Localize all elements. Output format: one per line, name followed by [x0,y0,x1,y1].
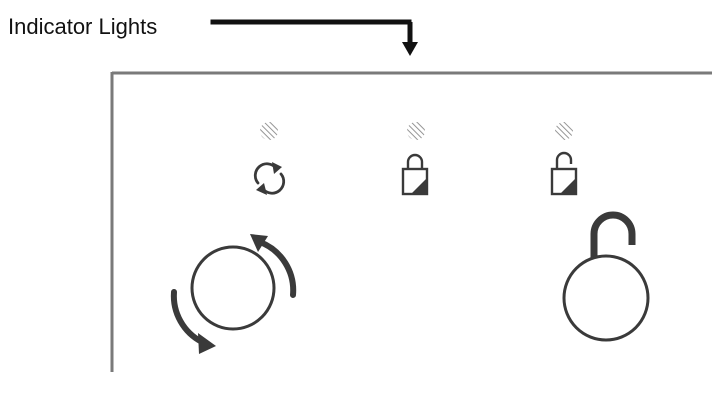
sync-icon [253,162,286,195]
indicator-light-locked [407,122,425,140]
rotate-circle-icon [170,234,297,354]
callout-arrow [210,19,418,56]
device-panel-outline [110,71,712,372]
rotate-button[interactable] [170,234,297,354]
indicator-lights-label: Indicator Lights [8,14,158,39]
locked-padlock-icon [401,153,429,196]
indicator-light-unlocked [555,122,573,140]
unlock-button[interactable] [562,211,650,342]
unlocked-padlock-icon [550,151,578,196]
indicator-light-sync [260,122,278,140]
